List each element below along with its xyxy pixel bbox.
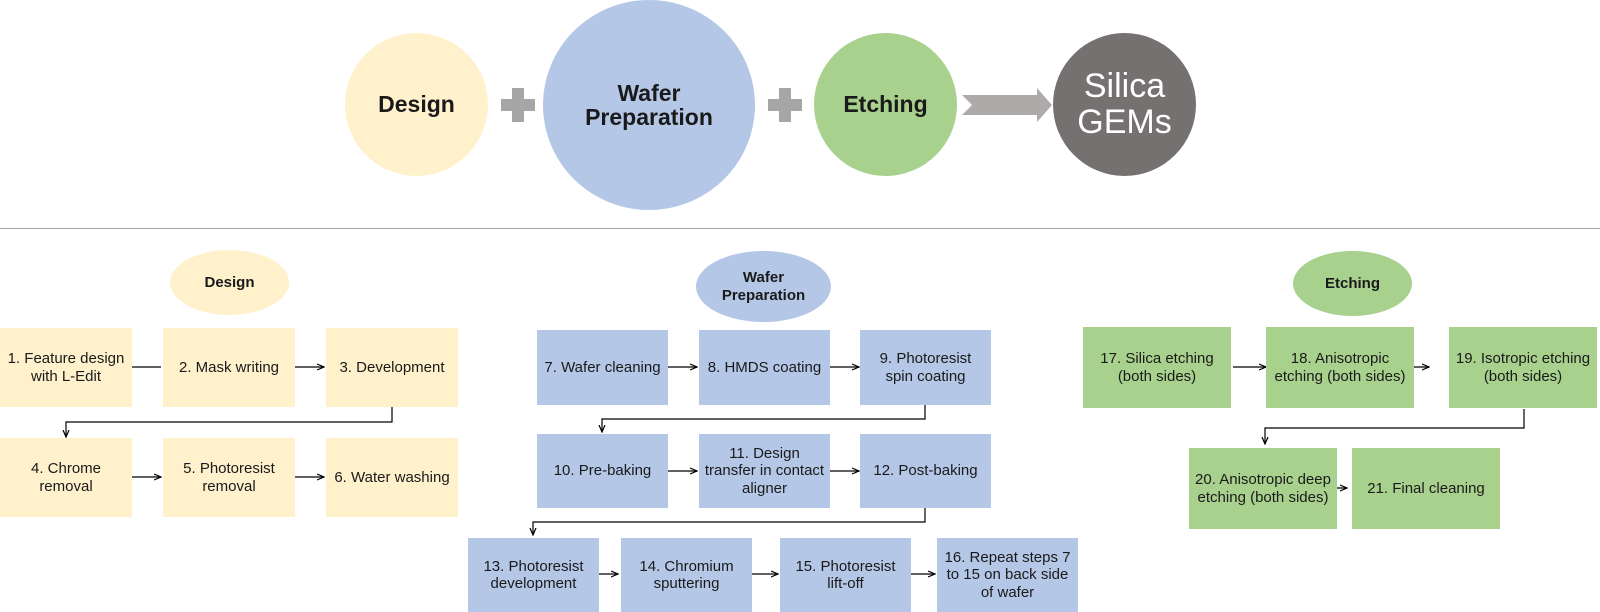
step-19-text: 19. Isotropic etching (both sides)	[1455, 350, 1591, 385]
step-20: 20. Anisotropic deep etching (both sides…	[1189, 448, 1337, 529]
step-6: 6. Water washing	[326, 438, 458, 517]
arrow-12-13	[533, 508, 926, 535]
overview-wafer-label-line1: Wafer	[617, 79, 681, 106]
overview-design-label: Design	[378, 91, 455, 118]
etching-section-title: Etching	[1293, 251, 1412, 316]
step-8: 8. HMDS coating	[699, 330, 830, 405]
step-20-text: 20. Anisotropic deep etching (both sides…	[1195, 471, 1331, 506]
step-10: 10. Pre-baking	[537, 434, 668, 508]
step-7: 7. Wafer cleaning	[537, 330, 668, 405]
design-section-title-text: Design	[204, 273, 255, 291]
overview-result-line2: GEMs	[1077, 102, 1172, 141]
arrow-right-icon	[962, 88, 1052, 122]
step-15: 15. Photoresist lift-off	[780, 538, 911, 612]
overview-etching-label: Etching	[843, 91, 928, 118]
step-21: 21. Final cleaning	[1352, 448, 1500, 529]
step-5-text: 5. Photoresist removal	[183, 460, 275, 495]
step-5: 5. Photoresist removal	[163, 438, 295, 517]
wafer-section-title: Wafer Preparation	[696, 251, 831, 322]
step-6-text: 6. Water washing	[334, 468, 450, 486]
step-1-text: 1. Feature design with L-Edit	[7, 350, 125, 385]
section-divider	[0, 228, 1600, 229]
step-13: 13. Photoresist development	[468, 538, 599, 612]
step-18-text: 18. Anisotropic etching (both sides)	[1274, 350, 1406, 385]
step-17: 17. Silica etching (both sides)	[1083, 327, 1231, 408]
overview-result-circle: Silica GEMs	[1053, 33, 1196, 176]
arrow-9-10	[602, 405, 926, 432]
step-21-text: 21. Final cleaning	[1367, 479, 1485, 497]
etching-section-title-text: Etching	[1325, 274, 1380, 292]
step-1: 1. Feature design with L-Edit	[0, 328, 132, 407]
step-12-text: 12. Post-baking	[873, 462, 978, 480]
step-2-text: 2. Mask writing	[178, 358, 280, 376]
step-10-text: 10. Pre-baking	[553, 462, 652, 480]
overview-etching-circle: Etching	[814, 33, 957, 176]
design-section-title: Design	[170, 250, 289, 315]
wafer-section-title-line1: Wafer	[742, 268, 785, 286]
plus-icon	[501, 88, 535, 122]
overview-design-circle: Design	[345, 33, 488, 176]
step-4-text: 4. Chrome removal	[30, 460, 102, 495]
step-13-text: 13. Photoresist development	[483, 557, 584, 592]
step-3: 3. Development	[326, 328, 458, 407]
step-12: 12. Post-baking	[860, 434, 991, 508]
step-14: 14. Chromium sputtering	[621, 538, 752, 612]
step-19: 19. Isotropic etching (both sides)	[1449, 327, 1597, 408]
overview-result-line1: Silica	[1083, 66, 1166, 105]
step-16-text: 16. Repeat steps 7 to 15 on back side of…	[944, 549, 1071, 601]
step-2: 2. Mask writing	[163, 328, 295, 407]
step-3-text: 3. Development	[339, 358, 445, 376]
step-8-text: 8. HMDS coating	[707, 358, 822, 376]
step-9-text: 9. Photoresist spin coating	[879, 350, 972, 385]
step-7-text: 7. Wafer cleaning	[544, 358, 661, 376]
step-15-text: 15. Photoresist lift-off	[795, 557, 896, 592]
overview-wafer-label-line2: Preparation	[585, 104, 713, 130]
arrow-19-20	[1265, 409, 1525, 444]
plus-icon	[768, 88, 802, 122]
step-16: 16. Repeat steps 7 to 15 on back side of…	[937, 538, 1078, 612]
arrow-3-4	[66, 407, 393, 437]
wafer-section-title-line2: Preparation	[721, 286, 806, 304]
step-17-text: 17. Silica etching (both sides)	[1100, 350, 1214, 385]
step-14-text: 14. Chromium sputtering	[639, 557, 734, 592]
step-18: 18. Anisotropic etching (both sides)	[1266, 327, 1414, 408]
step-9: 9. Photoresist spin coating	[860, 330, 991, 405]
step-11-text: 11. Design transfer in contact aligner	[704, 445, 825, 497]
step-4: 4. Chrome removal	[0, 438, 132, 517]
overview-wafer-circle: Wafer Preparation	[543, 0, 755, 210]
step-11: 11. Design transfer in contact aligner	[699, 434, 830, 508]
